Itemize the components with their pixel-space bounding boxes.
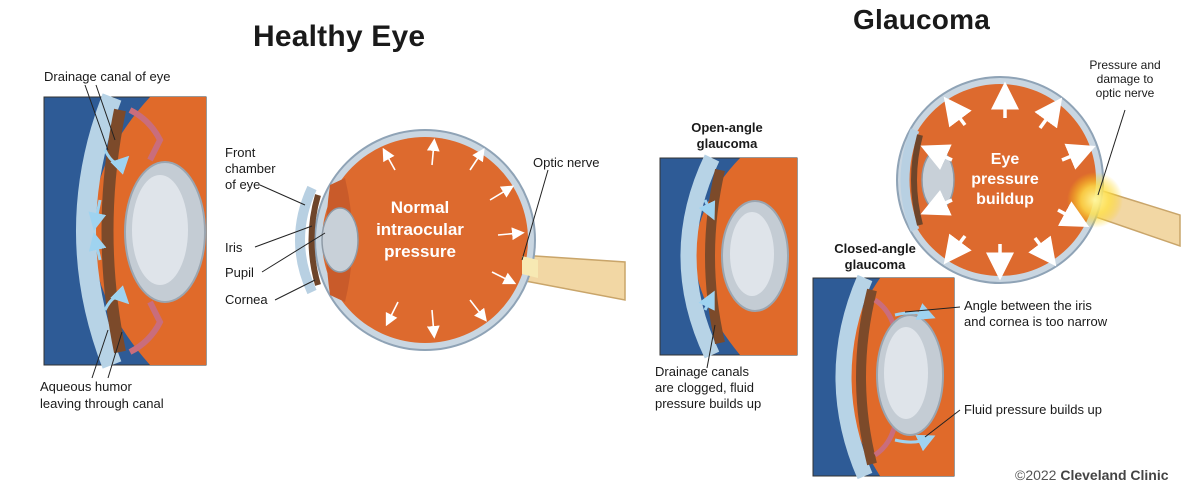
angle-label-1: Angle between the iris (964, 298, 1092, 313)
cornea-label: Cornea (225, 292, 268, 307)
front-chamber-label-2: chamber (225, 161, 276, 176)
pupil-label: Pupil (225, 265, 254, 280)
front-chamber-label-3: of eye (225, 177, 261, 192)
open-angle-panel (659, 154, 798, 359)
angle-label-2: and cornea is too narrow (964, 314, 1108, 329)
optic-nerve-label: Optic nerve (533, 155, 600, 170)
pressure-text-3: pressure (384, 242, 456, 261)
open-desc-2: are clogged, fluid (655, 380, 755, 395)
damage-label-3: optic nerve (1095, 86, 1155, 100)
front-chamber-label-1: Front (225, 145, 256, 160)
aqueous-humor-label-2: leaving through canal (40, 396, 164, 411)
iris-label: Iris (225, 240, 243, 255)
credit: ©2022 Cleveland Clinic (1015, 467, 1169, 483)
healthy-closeup-panel (43, 93, 207, 369)
credit-year: ©2022 (1015, 467, 1057, 483)
closed-angle-label-1: Closed-angle (834, 241, 916, 256)
healthy-eye-cross-section: Normal intraocular pressure (295, 129, 626, 351)
healthy-eye-title: Healthy Eye (253, 20, 426, 53)
open-desc-1: Drainage canals (655, 364, 749, 379)
closed-angle-panel (812, 274, 955, 480)
glaucoma-title: Glaucoma (853, 4, 990, 35)
open-desc-3: pressure builds up (655, 396, 762, 411)
credit-org: Cleveland Clinic (1060, 467, 1169, 483)
buildup-text-3: buildup (976, 191, 1034, 208)
damage-label-2: damage to (1096, 72, 1154, 86)
closed-angle-label-2: glaucoma (844, 257, 906, 272)
aqueous-humor-label-1: Aqueous humor (40, 379, 132, 394)
buildup-text-2: pressure (971, 171, 1039, 188)
open-angle-label-2: glaucoma (696, 136, 758, 151)
damage-label-1: Pressure and (1089, 58, 1161, 72)
open-angle-label-1: Open-angle (691, 120, 763, 135)
glaucoma-eye-cross-section: Eye pressure buildup (896, 76, 1181, 284)
drainage-canal-label: Drainage canal of eye (44, 69, 171, 84)
pressure-text-2: intraocular (376, 220, 464, 239)
buildup-text-1: Eye (991, 151, 1020, 168)
pressure-text-1: Normal (391, 198, 450, 217)
fluid-pressure-label: Fluid pressure builds up (964, 402, 1103, 417)
